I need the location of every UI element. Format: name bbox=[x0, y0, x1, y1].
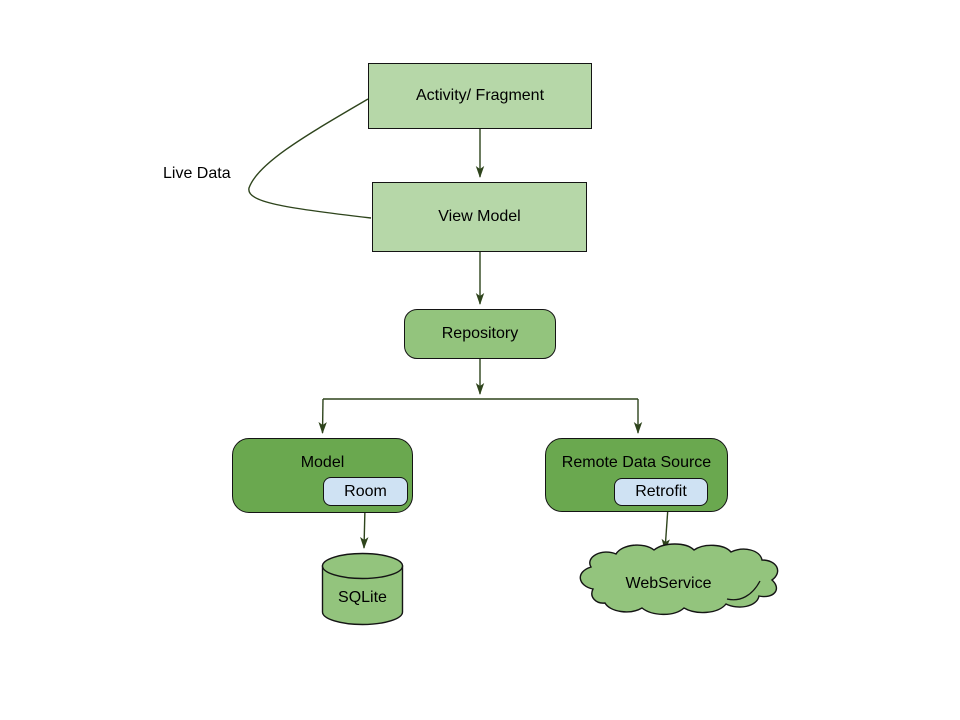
node-activity-fragment: Activity/ Fragment bbox=[368, 63, 592, 129]
live-data-label: Live Data bbox=[163, 165, 231, 182]
sqlite-label: SQLite bbox=[338, 589, 387, 606]
node-view-model: View Model bbox=[372, 182, 587, 252]
node-remote-data-source: Remote Data Source Retrofit bbox=[545, 438, 728, 512]
node-activity-fragment-label: Activity/ Fragment bbox=[415, 87, 545, 104]
retrofit-badge-label: Retrofit bbox=[635, 483, 687, 500]
webservice-cloud-shape bbox=[579, 543, 779, 616]
node-view-model-label: View Model bbox=[438, 208, 521, 225]
webservice-label: WebService bbox=[625, 575, 712, 592]
node-model-label: Model bbox=[300, 454, 345, 471]
node-repository: Repository bbox=[404, 309, 556, 359]
edge-junction-to-model bbox=[318, 398, 327, 434]
node-remote-data-source-label: Remote Data Source bbox=[561, 454, 712, 471]
room-badge: Room bbox=[323, 477, 408, 506]
room-badge-label: Room bbox=[344, 482, 387, 500]
retrofit-badge: Retrofit bbox=[614, 478, 708, 506]
edge-livedata-curve bbox=[248, 98, 372, 219]
edge-room-to-sqlite bbox=[360, 506, 369, 549]
sqlite-cylinder-shape bbox=[321, 552, 404, 626]
edge-retrofit-to-webservice bbox=[661, 506, 670, 551]
node-repository-label: Repository bbox=[441, 325, 519, 342]
node-model: Model Room bbox=[232, 438, 413, 513]
